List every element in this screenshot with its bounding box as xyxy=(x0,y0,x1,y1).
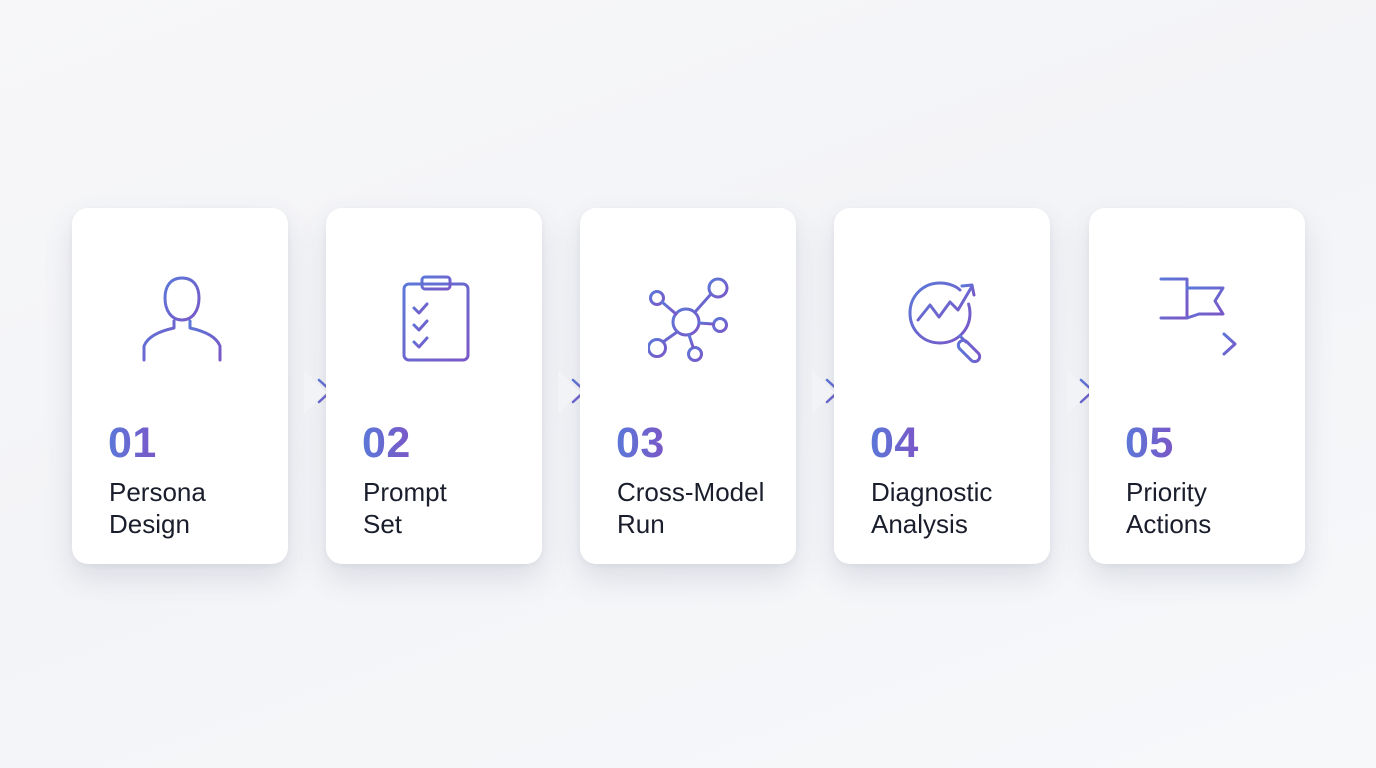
network-nodes-icon xyxy=(648,277,729,362)
step-label-line-1: Cross-Model xyxy=(617,477,765,507)
step-label-line-2: Run xyxy=(617,509,665,539)
step-label-line-2: Actions xyxy=(1126,509,1212,539)
step-label-line-2: Design xyxy=(109,509,190,539)
person-icon xyxy=(142,276,222,362)
chart-magnifier-icon xyxy=(908,281,982,364)
step-card-3: 03 Cross-Model Run xyxy=(558,208,796,564)
step-label: Diagnostic Analysis xyxy=(871,476,992,540)
step-label: Prompt Set xyxy=(363,476,447,540)
step-label-line-1: Persona xyxy=(109,477,206,507)
card-notch xyxy=(1067,370,1111,414)
card-notch xyxy=(558,370,602,414)
step-card-4: 04 Diagnostic Analysis xyxy=(812,208,1050,564)
checklist-clipboard-icon xyxy=(402,275,470,362)
card-notch xyxy=(812,370,856,414)
step-label-line-2: Set xyxy=(363,509,403,539)
step-number: 04 xyxy=(870,419,919,467)
step-card-5: 05 Priority Actions xyxy=(1067,208,1305,564)
step-label: Priority Actions xyxy=(1126,476,1211,540)
step-label: Persona Design xyxy=(109,476,206,540)
step-card-1: 01 Persona Design xyxy=(72,208,288,564)
step-label-line-2: Analysis xyxy=(871,509,968,539)
step-label-line-1: Prompt xyxy=(363,477,447,507)
step-number: 05 xyxy=(1125,419,1174,467)
step-number: 02 xyxy=(362,419,411,467)
step-card-2: 02 Prompt Set xyxy=(304,208,542,564)
step-number: 03 xyxy=(616,419,665,467)
step-number: 01 xyxy=(108,419,157,467)
card-notch xyxy=(304,370,348,414)
step-label-line-1: Priority xyxy=(1126,477,1207,507)
step-label-line-1: Diagnostic xyxy=(871,477,993,507)
step-label: Cross-Model Run xyxy=(617,476,764,540)
flag-arrow-icon xyxy=(1159,276,1237,362)
